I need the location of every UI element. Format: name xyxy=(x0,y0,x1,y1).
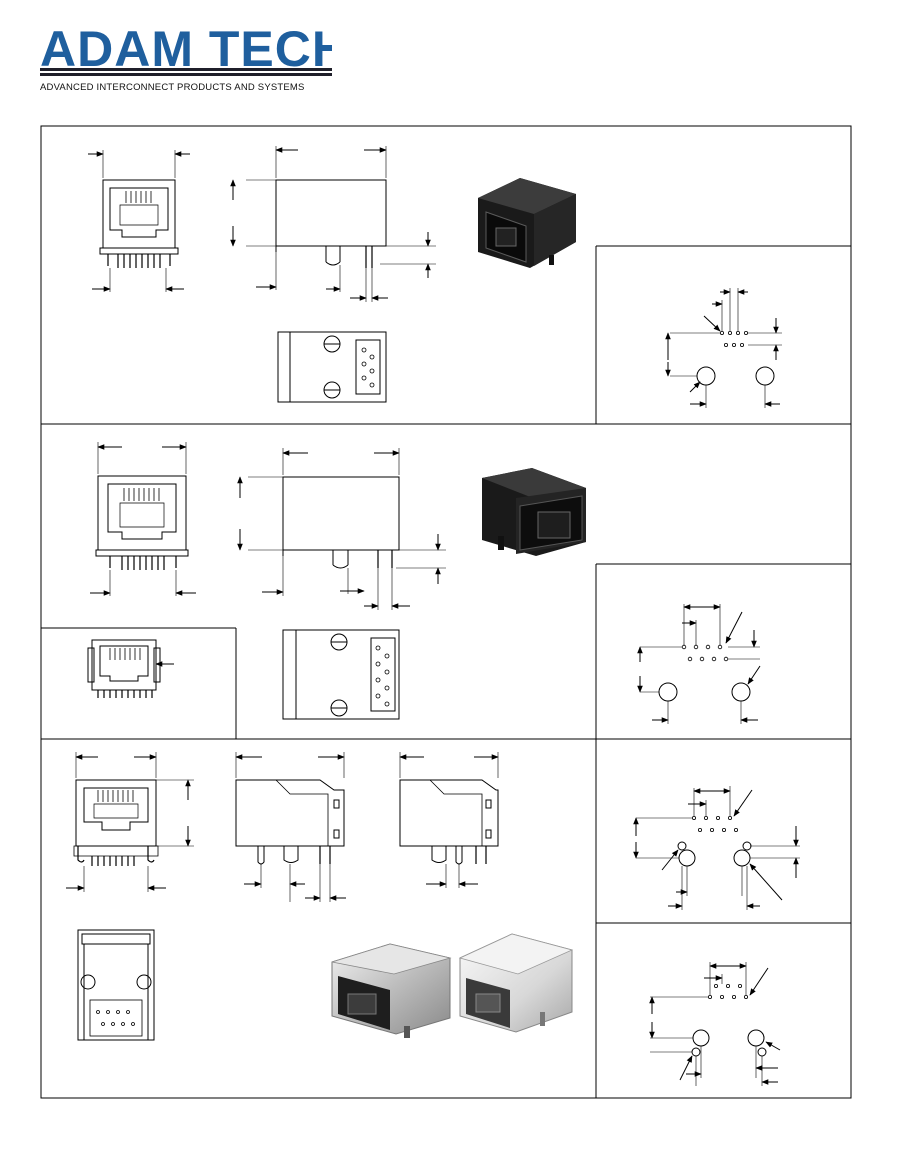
section-1-front-view xyxy=(88,150,190,292)
section-2-low-profile-view xyxy=(87,639,174,698)
section-3-side-view-b xyxy=(399,752,499,888)
section-3-front-view xyxy=(66,752,194,892)
sheet-frame xyxy=(40,125,852,1099)
section-2-photo xyxy=(482,468,586,556)
brand-logo: ADAM TECH xyxy=(40,21,348,85)
section-2-pcb-layout xyxy=(637,604,761,724)
section-2-side-view xyxy=(237,448,446,610)
section-2-bottom-view xyxy=(282,629,400,720)
section-4-photo-b xyxy=(458,933,574,1033)
brand-tagline: ADVANCED INTERCONNECT PRODUCTS AND SYSTE… xyxy=(40,82,305,93)
section-4-pcb-layout xyxy=(649,962,781,1086)
section-1-photo xyxy=(478,178,576,268)
section-1-bottom-view xyxy=(277,331,387,403)
section-4-bottom-view xyxy=(77,929,155,1041)
section-1-pcb-layout xyxy=(665,288,782,408)
section-1-side-view xyxy=(230,146,436,302)
brand-logo-text: ADAM TECH xyxy=(40,26,332,77)
section-3-side-view-a xyxy=(235,752,346,902)
section-2-front-view xyxy=(90,442,196,596)
section-3-pcb-layout xyxy=(633,786,800,910)
section-4-photo-a xyxy=(331,943,452,1038)
